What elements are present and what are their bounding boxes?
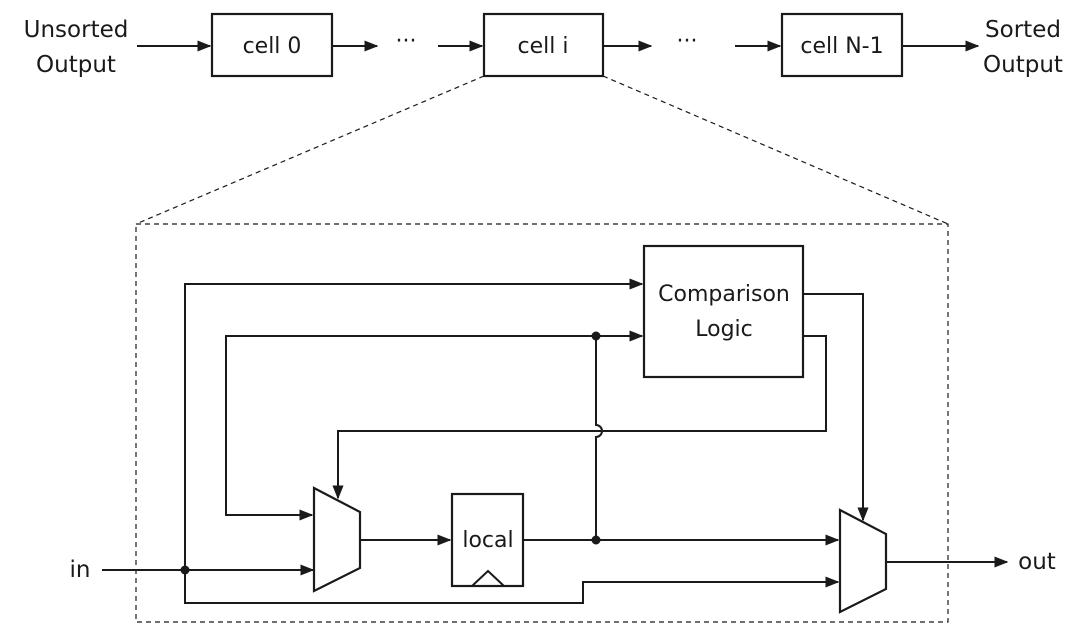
cell-i-label: cell i <box>518 34 569 59</box>
comparison-logic-box <box>642 244 805 379</box>
output-label-line1: Sorted <box>985 17 1061 43</box>
wire-in-to-comparison <box>184 278 644 570</box>
input-port-label: in <box>70 557 91 583</box>
output-label-line2: Output <box>983 52 1063 78</box>
wire-comparison-to-output-mux-select <box>803 293 869 522</box>
ellipsis-2: ··· <box>677 29 698 54</box>
wire-in-to-output-mux <box>184 570 840 604</box>
input-label-line2: Output <box>36 52 116 78</box>
cell-0-label: cell 0 <box>243 34 302 59</box>
cell-n1-box <box>780 12 904 78</box>
ellipsis-1: ··· <box>396 29 417 54</box>
local-register-label: local <box>462 528 513 553</box>
output-port-label: out <box>1018 549 1056 575</box>
clock-triangle-icon <box>471 569 505 587</box>
zoom-line-right <box>602 75 949 225</box>
output-mux <box>838 508 888 614</box>
wire-local-feedback <box>595 336 603 540</box>
zoom-line-left <box>135 75 485 225</box>
wire-comparison-to-input-mux-select <box>332 335 827 500</box>
wire-feedback-to-input-mux <box>225 335 596 521</box>
input-label-line1: Unsorted <box>24 17 129 43</box>
comparison-logic-label-line2: Logic <box>695 317 753 342</box>
cell-detail-frame <box>135 223 949 623</box>
cell-i-box <box>482 12 605 78</box>
comparison-logic-label-line1: Comparison <box>658 282 790 307</box>
cell-n1-label: cell N-1 <box>800 34 883 59</box>
input-mux <box>312 486 362 593</box>
